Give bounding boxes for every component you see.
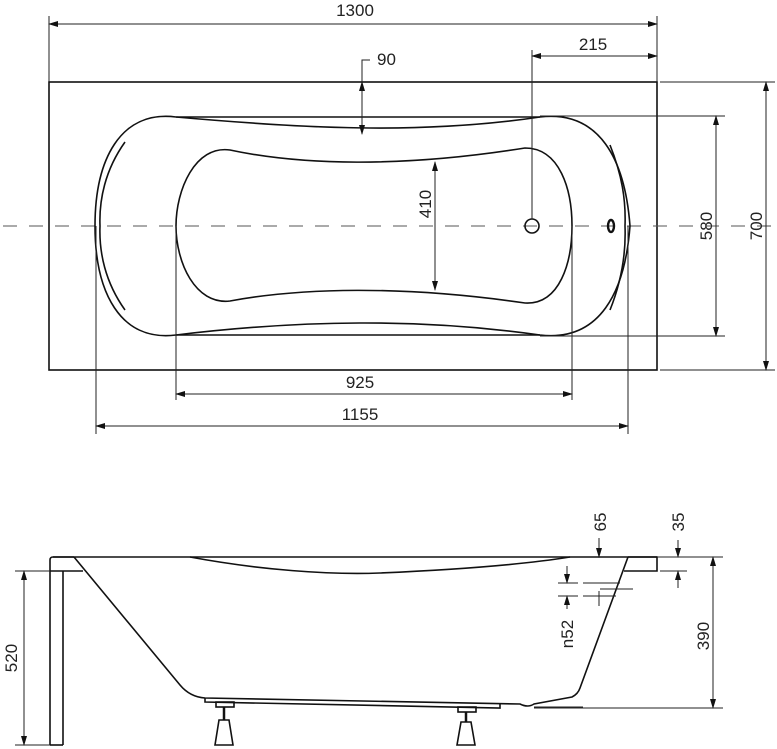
dim-overflow-depth: 65	[591, 513, 610, 532]
overflow-icon	[606, 218, 616, 234]
dim-tub-depth: 390	[694, 622, 713, 650]
dim-drain-offset: 215	[579, 35, 607, 54]
base-plate	[204, 698, 501, 709]
basin-outer-contour-inner-right	[609, 144, 626, 311]
foot-right	[456, 706, 477, 746]
dim-inner-bottom-width: 410	[416, 190, 435, 218]
dim-basin-width: 580	[697, 212, 716, 240]
dim-overall-length: 1300	[336, 1, 374, 20]
basin-bottom-contour	[175, 147, 573, 304]
basin-backrest-curve	[189, 556, 571, 575]
side-view: 520 65 n52 35 390	[2, 513, 723, 746]
foot-left	[214, 701, 235, 746]
top-view: 1300 215 90 410 580 700 925 1155	[3, 1, 775, 434]
dim-rim-width: 90	[377, 50, 396, 69]
tub-body	[73, 556, 629, 707]
dim-inner-bottom-length: 925	[346, 373, 374, 392]
basin-outer-contour-inner	[99, 141, 126, 311]
dim-basin-length: 1155	[342, 405, 379, 424]
dim-overall-height: 520	[2, 644, 21, 672]
end-panel	[49, 556, 74, 745]
dim-rim-thickness: 35	[669, 513, 688, 532]
dim-overflow-diameter: n52	[558, 620, 577, 648]
dim-overall-width: 700	[747, 212, 766, 240]
